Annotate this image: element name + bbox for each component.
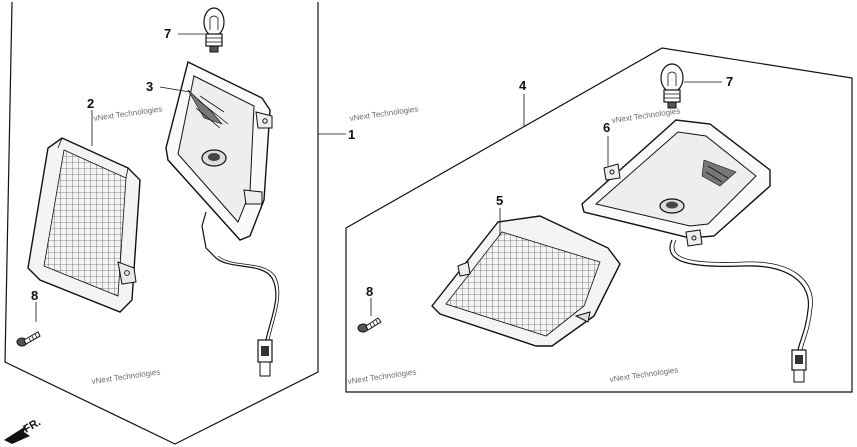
left-screw <box>16 331 41 347</box>
callout-8-left: 8 <box>31 288 38 303</box>
right-screw <box>357 317 382 333</box>
left-lens <box>27 137 141 313</box>
callout-6: 6 <box>603 120 610 135</box>
right-bulb <box>660 63 684 109</box>
callout-3: 3 <box>146 79 153 94</box>
right-lens <box>431 215 621 347</box>
watermark-text: vNext Technologies <box>93 104 163 123</box>
leader-lines <box>35 33 722 322</box>
watermark-text: vNext Technologies <box>609 365 679 384</box>
watermark-text: vNext Technologies <box>347 367 417 386</box>
callout-4: 4 <box>519 78 527 93</box>
front-direction-label: FR. <box>22 416 43 435</box>
watermark-text: vNext Technologies <box>349 104 419 123</box>
callout-7-right: 7 <box>726 74 733 89</box>
callout-2: 2 <box>87 96 94 111</box>
watermark-text: vNext Technologies <box>91 367 161 386</box>
callout-1: 1 <box>348 127 355 142</box>
right-wire-harness <box>669 239 813 383</box>
front-direction-indicator: FR. <box>4 416 43 444</box>
right-assembly-frame <box>345 47 853 393</box>
callout-5: 5 <box>496 193 503 208</box>
right-housing <box>581 119 771 247</box>
left-bulb <box>203 7 225 53</box>
left-assembly-frame <box>4 1 319 445</box>
watermark-text: vNext Technologies <box>611 106 681 125</box>
callout-8-right: 8 <box>366 284 373 299</box>
callout-7-left: 7 <box>164 26 171 41</box>
left-housing <box>165 60 273 259</box>
left-wire-harness <box>215 255 280 377</box>
